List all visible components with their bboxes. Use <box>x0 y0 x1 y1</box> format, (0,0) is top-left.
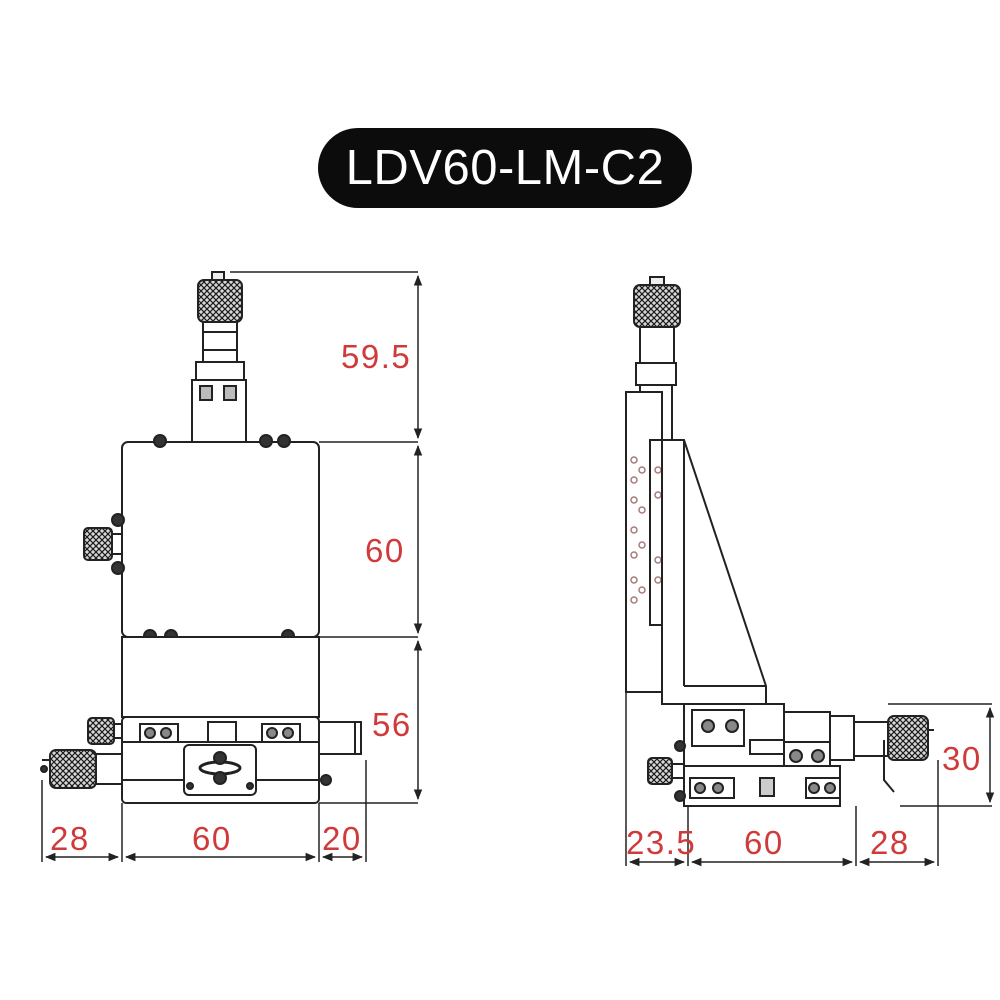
micrometer-head-top <box>191 271 247 443</box>
side-width-2-label: 60 <box>744 824 784 861</box>
side-width-1-label: 23.5 <box>626 824 696 861</box>
front-height-3-label: 56 <box>372 706 412 743</box>
front-view <box>40 271 362 804</box>
front-width-3-label: 20 <box>322 820 362 857</box>
front-width-1-label: 28 <box>50 820 90 857</box>
side-width-3-label: 28 <box>870 824 910 861</box>
side-height-label: 30 <box>942 740 982 777</box>
side-view <box>625 276 934 807</box>
side-lock-knob <box>83 513 125 575</box>
side-dimensions <box>625 692 995 867</box>
upper-stage-block <box>121 441 320 638</box>
xy-base <box>121 716 362 804</box>
lower-stage-block <box>121 636 320 718</box>
front-height-1-label: 59.5 <box>341 338 411 375</box>
side-base-knob <box>887 715 929 761</box>
front-dimensions <box>41 271 423 862</box>
base-knob-upper <box>87 717 115 745</box>
front-height-2-label: 60 <box>365 532 405 569</box>
base-micrometer-knob <box>49 749 97 789</box>
side-lock-knob-2 <box>647 757 673 785</box>
front-width-2-label: 60 <box>192 820 232 857</box>
angle-gusset <box>661 439 767 705</box>
model-title: LDV60-LM-C2 <box>318 128 692 208</box>
dimension-labels: 59.5 60 56 28 60 20 23.5 60 28 30 <box>50 338 982 861</box>
